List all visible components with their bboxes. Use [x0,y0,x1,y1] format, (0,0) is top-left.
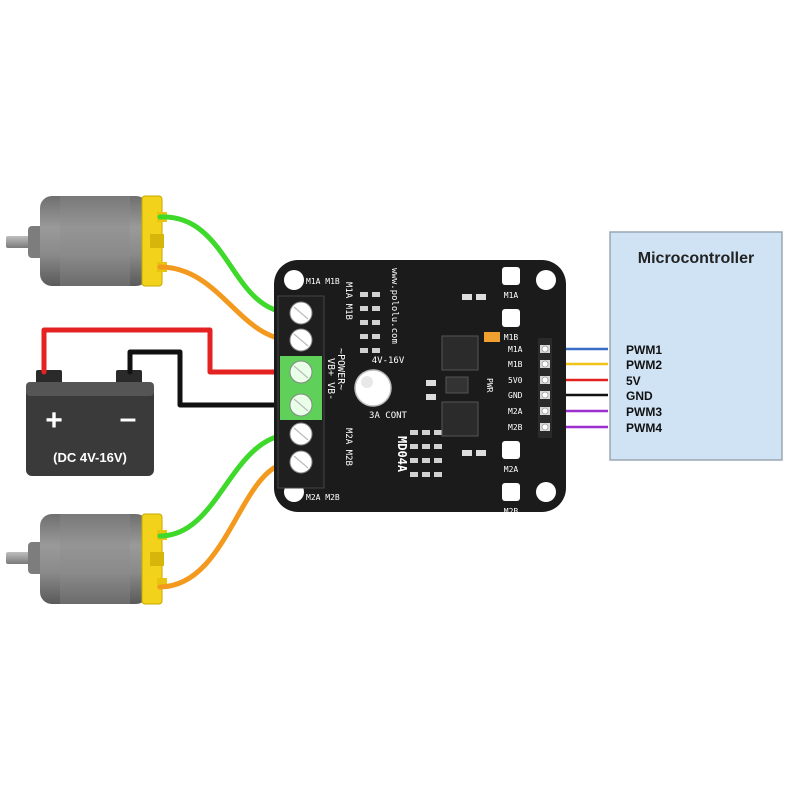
header-pin-label: M2B [508,423,523,432]
smd-part [372,306,380,311]
mounting-hole [284,270,304,290]
smd-part [372,334,380,339]
silk-m1-label: M1A M1B [343,282,353,320]
smd-part [410,458,418,463]
motor-driver-board: ~POWER~ VB+ VB- M1A M1B M2A M2B www.polo… [274,260,566,516]
motor-shaft [6,552,34,564]
motor-shaft [6,236,34,248]
test-pad-label: M1B [504,333,519,342]
smd-part [462,450,472,456]
smd-part [360,348,368,353]
test-pad [502,483,520,501]
smd-part [476,450,486,456]
battery-plus-sign: + [45,404,63,437]
header-pin-contact [541,345,549,353]
pwr-led [484,332,500,342]
terminal-screws [289,301,313,474]
wire-battery-negative [127,349,295,408]
smd-part [410,444,418,449]
test-pads: M1A M1B M2A M2B [502,267,520,516]
wire-battery-positive [41,327,295,375]
microcontroller-pin-label: PWM1 [626,343,662,357]
test-pad [502,441,520,459]
microcontroller-pin-label: 5V [626,374,641,388]
smd-part [426,380,436,386]
smd-part [372,292,380,297]
test-pad [502,267,520,285]
motor-body [40,196,148,286]
mounting-hole [536,482,556,502]
smd-part [434,430,442,435]
capacitor [354,369,392,407]
microcontroller-pin-label: PWM4 [626,421,662,435]
motor-bottom [6,513,167,605]
header-pin-label: M2A [508,407,523,416]
microcontroller-box [609,231,783,461]
microcontroller-pin-label: PWM2 [626,358,662,372]
silk-pwr: PWR [485,378,494,393]
microcontroller-pin-label: GND [626,389,653,403]
smd-part [476,294,486,300]
silk-bottom-labels: M2A M2B [306,493,340,502]
silk-rating-voltage: 4V-16V [372,356,405,366]
battery-voltage-label: (DC 4V-16V) [53,450,127,465]
wire-motor1-a [157,214,295,316]
smd-part [372,348,380,353]
header-pin-label: M1B [508,360,523,369]
test-pad-label: M2B [504,507,519,516]
smd-part [422,430,430,435]
header-pin-contact [541,376,549,384]
test-pad [502,309,520,327]
wire-motor2-a [157,431,295,539]
driver-ic-1 [441,335,479,371]
header-pin-label: GND [508,391,523,400]
smd-part [410,430,418,435]
smd-part [372,320,380,325]
header-pin-contact [541,407,549,415]
header-pin-label: 5V0 [508,376,523,385]
smd-part [434,472,442,477]
smd-part [422,458,430,463]
motor-body [40,514,148,604]
header-pin-contact [541,423,549,431]
smd-part [434,444,442,449]
battery: + – (DC 4V-16V) [26,370,154,476]
header-pin-contact [541,360,549,368]
smd-part [360,334,368,339]
smd-part [360,292,368,297]
silk-model: MD04A [395,436,409,473]
test-pad-label: M1A [504,291,519,300]
silk-m2-label: M2A M2B [343,428,353,466]
smd-part [434,458,442,463]
header-pin-label: M1A [508,345,523,354]
silk-power-label: ~POWER~ [335,348,346,390]
smd-part [426,394,436,400]
microcontroller-title: Microcontroller [638,250,754,267]
smd-part [360,320,368,325]
test-pad-label: M2A [504,465,519,474]
header-pin-contact [541,391,549,399]
silk-rating-current: 3A CONT [369,411,408,421]
smd-part [462,294,472,300]
microcontroller-pin-label: PWM3 [626,405,662,419]
smd-components [360,292,486,477]
motor-top [6,195,167,287]
silk-brand: www.pololu.com [389,268,399,344]
silk-vin-label: VB+ VB- [325,358,336,400]
smd-part [360,306,368,311]
driver-ic-2 [441,401,479,437]
smd-part [422,444,430,449]
battery-body [26,382,154,476]
board-pcb [274,260,566,512]
silk-top-labels: M1A M1B [306,277,340,286]
battery-minus-sign: – [120,402,137,435]
smd-part [422,472,430,477]
mounting-hole [536,270,556,290]
smd-part [410,472,418,477]
